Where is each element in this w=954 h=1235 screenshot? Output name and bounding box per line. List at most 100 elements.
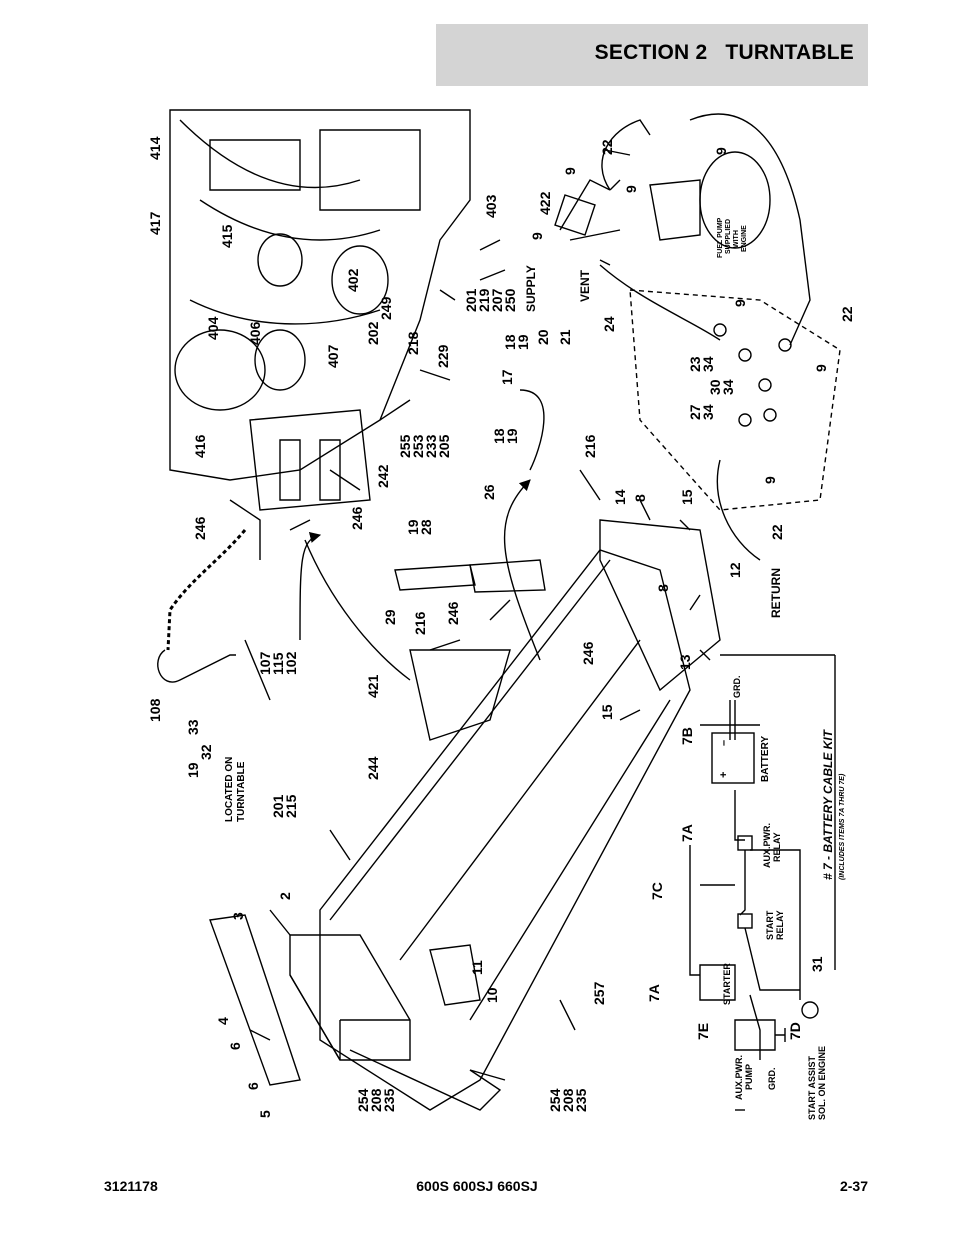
label-fuel-pump-2: SUPPLIED [725, 219, 732, 254]
callout-9-e: 9 [732, 299, 748, 307]
callout-9-d: 9 [713, 147, 729, 155]
footer-models: 600S 600SJ 660SJ [416, 1178, 538, 1194]
callout-407: 407 [325, 344, 341, 368]
callout-404: 404 [205, 316, 221, 340]
label-start-assist-1: START ASSIST [807, 1055, 817, 1120]
callout-22-b: 22 [839, 306, 855, 322]
callout-108: 108 [150, 698, 163, 722]
callout-219: 219 [476, 288, 492, 312]
callout-235-a: 235 [381, 1088, 397, 1112]
callout-10: 10 [484, 987, 500, 1003]
callout-9-c: 9 [623, 185, 639, 193]
callout-249: 249 [378, 296, 394, 320]
label-vent: VENT [578, 269, 592, 302]
callout-208-b: 208 [560, 1088, 576, 1112]
callout-421: 421 [365, 674, 381, 698]
callout-34-b: 34 [720, 379, 736, 395]
section-title: SECTION 2 TURNTABLE [594, 41, 854, 64]
label-start-relay-2: RELAY [775, 910, 785, 940]
callout-246-c: 246 [445, 601, 461, 625]
callout-19-b: 19 [515, 334, 531, 350]
callout-207: 207 [489, 288, 505, 312]
callout-30: 30 [707, 379, 723, 395]
callout-406: 406 [247, 321, 263, 345]
callout-27: 27 [687, 404, 703, 420]
label-fuel-pump-1: FUEL PUMP [717, 217, 724, 258]
label-grd-top: GRD. [732, 676, 742, 699]
callout-229: 229 [435, 344, 451, 368]
callout-417: 417 [150, 211, 163, 235]
callout-12: 12 [727, 562, 743, 578]
label-aux-pump-1: AUX.PWR. [734, 1055, 744, 1100]
callout-2: 2 [277, 892, 293, 900]
callout-422: 422 [537, 191, 553, 215]
label-fuel-pump-3: WITH [733, 230, 740, 248]
label-fuel-pump-4: ENGINE [741, 225, 748, 252]
diagram-text-labels: LOCATED ON TURNTABLE SUPPLY VENT RETURN … [224, 217, 846, 1120]
turntable-parts-diagram: 414 417 415 404 406 420 416 246 107 115 … [150, 109, 855, 1120]
callout-215: 215 [283, 794, 299, 818]
callout-17: 17 [499, 369, 515, 385]
callout-208-a: 208 [368, 1088, 384, 1112]
label-starter: STARTER [722, 963, 732, 1005]
callout-216-a: 216 [412, 611, 428, 635]
callout-414: 414 [150, 136, 163, 160]
callout-19-a: 19 [185, 762, 201, 778]
callout-19-d: 19 [405, 519, 421, 535]
callout-9-f: 9 [813, 364, 829, 372]
label-aux-relay-2: RELAY [772, 832, 782, 862]
callout-13: 13 [677, 654, 693, 670]
label-battery-plus: + [718, 772, 730, 778]
callout-18-a: 18 [502, 334, 518, 350]
callout-24: 24 [601, 316, 617, 332]
callout-415: 415 [219, 224, 235, 248]
callout-403: 403 [483, 194, 499, 218]
callout-246-a: 246 [192, 516, 208, 540]
label-grd-bottom: GRD. [767, 1068, 777, 1091]
callout-115: 115 [270, 652, 286, 675]
callout-218: 218 [405, 331, 421, 355]
callout-201-b: 201 [463, 288, 479, 312]
callout-5: 5 [257, 1110, 273, 1118]
callout-244: 244 [365, 756, 381, 780]
label-return: RETURN [769, 568, 783, 618]
callout-9-a: 9 [562, 167, 578, 175]
callout-8-a: 8 [632, 494, 648, 502]
callout-29: 29 [382, 609, 398, 625]
label-start-assist-2: SOL. ON ENGINE [817, 1046, 827, 1120]
callout-255: 255 [397, 434, 413, 458]
callout-7e: 7E [695, 1023, 711, 1040]
callout-235-b: 235 [573, 1088, 589, 1112]
callout-7c: 7C [649, 882, 665, 900]
callout-7a-top: 7A [679, 824, 695, 842]
callout-246-d: 246 [580, 641, 596, 665]
callout-26: 26 [481, 484, 497, 500]
callout-19-c: 19 [504, 428, 520, 444]
callout-107: 107 [257, 651, 273, 675]
footer-doc-number: 3121178 [104, 1178, 158, 1194]
callout-6-b: 6 [245, 1082, 261, 1090]
label-start-relay-1: START [765, 910, 775, 940]
callout-labels: 414 417 415 404 406 420 416 246 107 115 … [150, 136, 855, 1118]
callout-9-g: 9 [762, 476, 778, 484]
callout-3: 3 [230, 912, 246, 920]
callout-9-b: 9 [529, 232, 545, 240]
label-turntable: TURNTABLE [236, 761, 247, 822]
callout-23: 23 [687, 356, 703, 372]
callout-416: 416 [192, 434, 208, 458]
callout-242: 242 [375, 464, 391, 488]
label-battery-minus: – [718, 740, 730, 746]
callout-216-b: 216 [582, 434, 598, 458]
callout-7d: 7D [787, 1022, 803, 1040]
callout-202: 202 [365, 321, 381, 345]
callout-33: 33 [185, 719, 201, 735]
callout-34-a: 34 [700, 356, 716, 372]
callout-205: 205 [436, 434, 452, 458]
callout-22-a: 22 [599, 139, 615, 155]
label-located-on: LOCATED ON [224, 757, 235, 822]
drawing-linework [157, 109, 841, 1111]
label-kit-subtitle: (INCLUDES ITEMS 7A THRU 7E) [839, 773, 846, 880]
callout-15-b: 15 [599, 704, 615, 720]
callout-253: 253 [410, 434, 426, 458]
callout-6-a: 6 [227, 1042, 243, 1050]
